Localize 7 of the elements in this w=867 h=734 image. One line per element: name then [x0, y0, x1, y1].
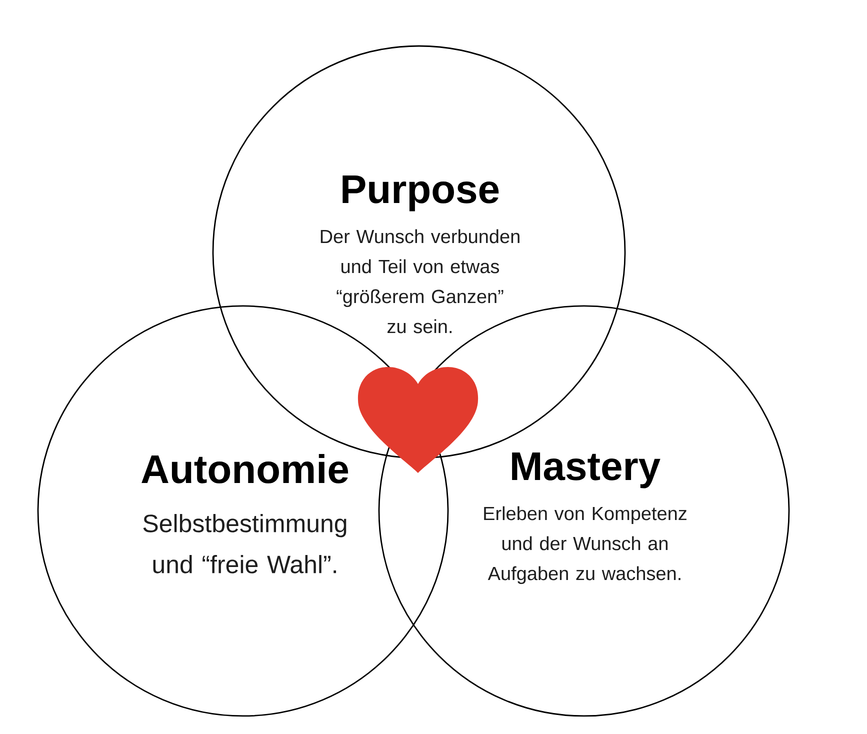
circle-text: Erleben von Kompetenz und der Wunsch an Aufgaben zu wachsen. — [484, 506, 686, 584]
circle-text: Selbstbestimmung und “freie Wahl”. — [143, 514, 346, 574]
venn-circle — [378, 305, 790, 717]
circle-text: Der Wunsch verbunden und Teil von etwas “größerem Ganzen” zu sein. — [320, 229, 520, 334]
circle-heading: Purpose — [342, 175, 499, 212]
circle-heading: Autonomie — [142, 454, 348, 484]
circle-heading: Mastery — [512, 452, 660, 488]
